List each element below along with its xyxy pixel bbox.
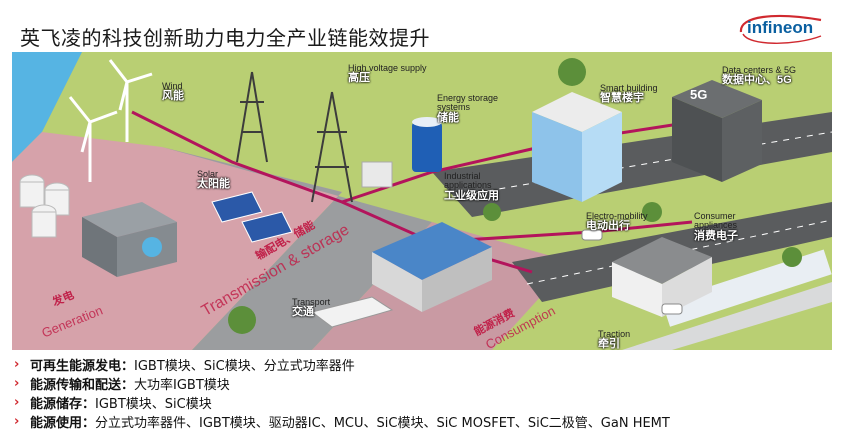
bullet-list: › 可再生能源发电： IGBT模块、SiC模块、分立式功率器件 › 能源传输和配… (14, 355, 834, 431)
page-title: 英飞凌的科技创新助力电力全产业链能效提升 (20, 26, 430, 50)
bullet-text: IGBT模块、SiC模块 (95, 397, 212, 412)
label-consumer-cn: 消费电子 (694, 229, 738, 242)
label-smart-cn: 智慧楼宇 (600, 92, 644, 105)
label-smart-en: Smart building (600, 83, 658, 93)
label-hv: High voltage supply 高压 (348, 63, 428, 85)
chevron-right-icon: › (14, 414, 20, 429)
label-traction-cn: 牵引 (598, 338, 620, 350)
bullet-key: 能源使用： (30, 416, 96, 431)
bullet-key: 可再生能源发电： (30, 359, 135, 374)
label-wind-cn: 风能 (162, 90, 184, 103)
label-dc: Data centers & 5G 数据中心、5G (722, 65, 822, 87)
label-emob-en: Electro-mobility (586, 211, 648, 221)
bullet-item: › 可再生能源发电： IGBT模块、SiC模块、分立式功率器件 (14, 355, 834, 374)
bullet-item: › 能源使用： 分立式功率器件、IGBT模块、驱动器IC、MCU、SiC模块、S… (14, 412, 834, 431)
label-consumer-en: Consumer appliances (694, 211, 738, 231)
chevron-right-icon: › (14, 357, 20, 372)
label-transport: Transport 交通 (292, 297, 331, 319)
label-dc-cn: 数据中心、5G (722, 74, 792, 87)
bullet-text: IGBT模块、SiC模块、分立式功率器件 (134, 359, 355, 374)
label-solar-en: Solar (197, 169, 219, 179)
label-hv-cn: 高压 (348, 72, 370, 85)
label-wind-en: Wind (162, 81, 183, 91)
label-traction-en: Traction (598, 329, 631, 339)
label-wind: Wind 风能 (162, 81, 184, 103)
bullet-item: › 能源传输和配送： 大功率IGBT模块 (14, 374, 834, 393)
label-solar-cn: 太阳能 (197, 178, 230, 191)
label-solar: Solar 太阳能 (197, 169, 230, 191)
energy-chain-illustration: 发电 Generation 输配电、储能 Transmission & stor… (12, 52, 832, 350)
label-smart: Smart building 智慧楼宇 (600, 83, 658, 105)
label-emob: Electro-mobility 电动出行 (586, 211, 648, 233)
label-dc-en: Data centers & 5G (722, 65, 797, 75)
label-storage: Energy storage systems 储能 (437, 93, 523, 124)
label-storage-en: Energy storage systems (437, 93, 499, 113)
bullet-key: 能源储存： (30, 397, 96, 412)
label-industrial: Industrial applications 工业级应用 (444, 171, 514, 202)
logo-swoosh-icon (739, 14, 822, 44)
bullet-text: 大功率IGBT模块 (134, 378, 230, 393)
label-hv-en: High voltage supply (348, 63, 427, 73)
label-transport-cn: 交通 (292, 306, 314, 319)
bullet-text: 分立式功率器件、IGBT模块、驱动器IC、MCU、SiC模块、SiC MOSFE… (95, 416, 670, 431)
chevron-right-icon: › (14, 395, 20, 410)
chevron-right-icon: › (14, 376, 20, 391)
label-transport-en: Transport (292, 297, 331, 307)
bullet-item: › 能源储存： IGBT模块、SiC模块 (14, 393, 834, 412)
illustration-graphic (12, 52, 832, 350)
label-storage-cn: 储能 (437, 111, 459, 124)
infineon-logo: infineon (735, 10, 827, 50)
label-industrial-cn: 工业级应用 (444, 189, 499, 202)
logo-text: infineon (747, 18, 814, 37)
label-industrial-en: Industrial applications (444, 171, 492, 191)
label-5g-badge: 5G (690, 87, 708, 102)
label-traction: Traction 牵引 (598, 329, 631, 350)
bullet-key: 能源传输和配送： (30, 378, 135, 393)
label-consumer: Consumer appliances 消费电子 (694, 211, 764, 242)
label-emob-cn: 电动出行 (586, 220, 630, 233)
